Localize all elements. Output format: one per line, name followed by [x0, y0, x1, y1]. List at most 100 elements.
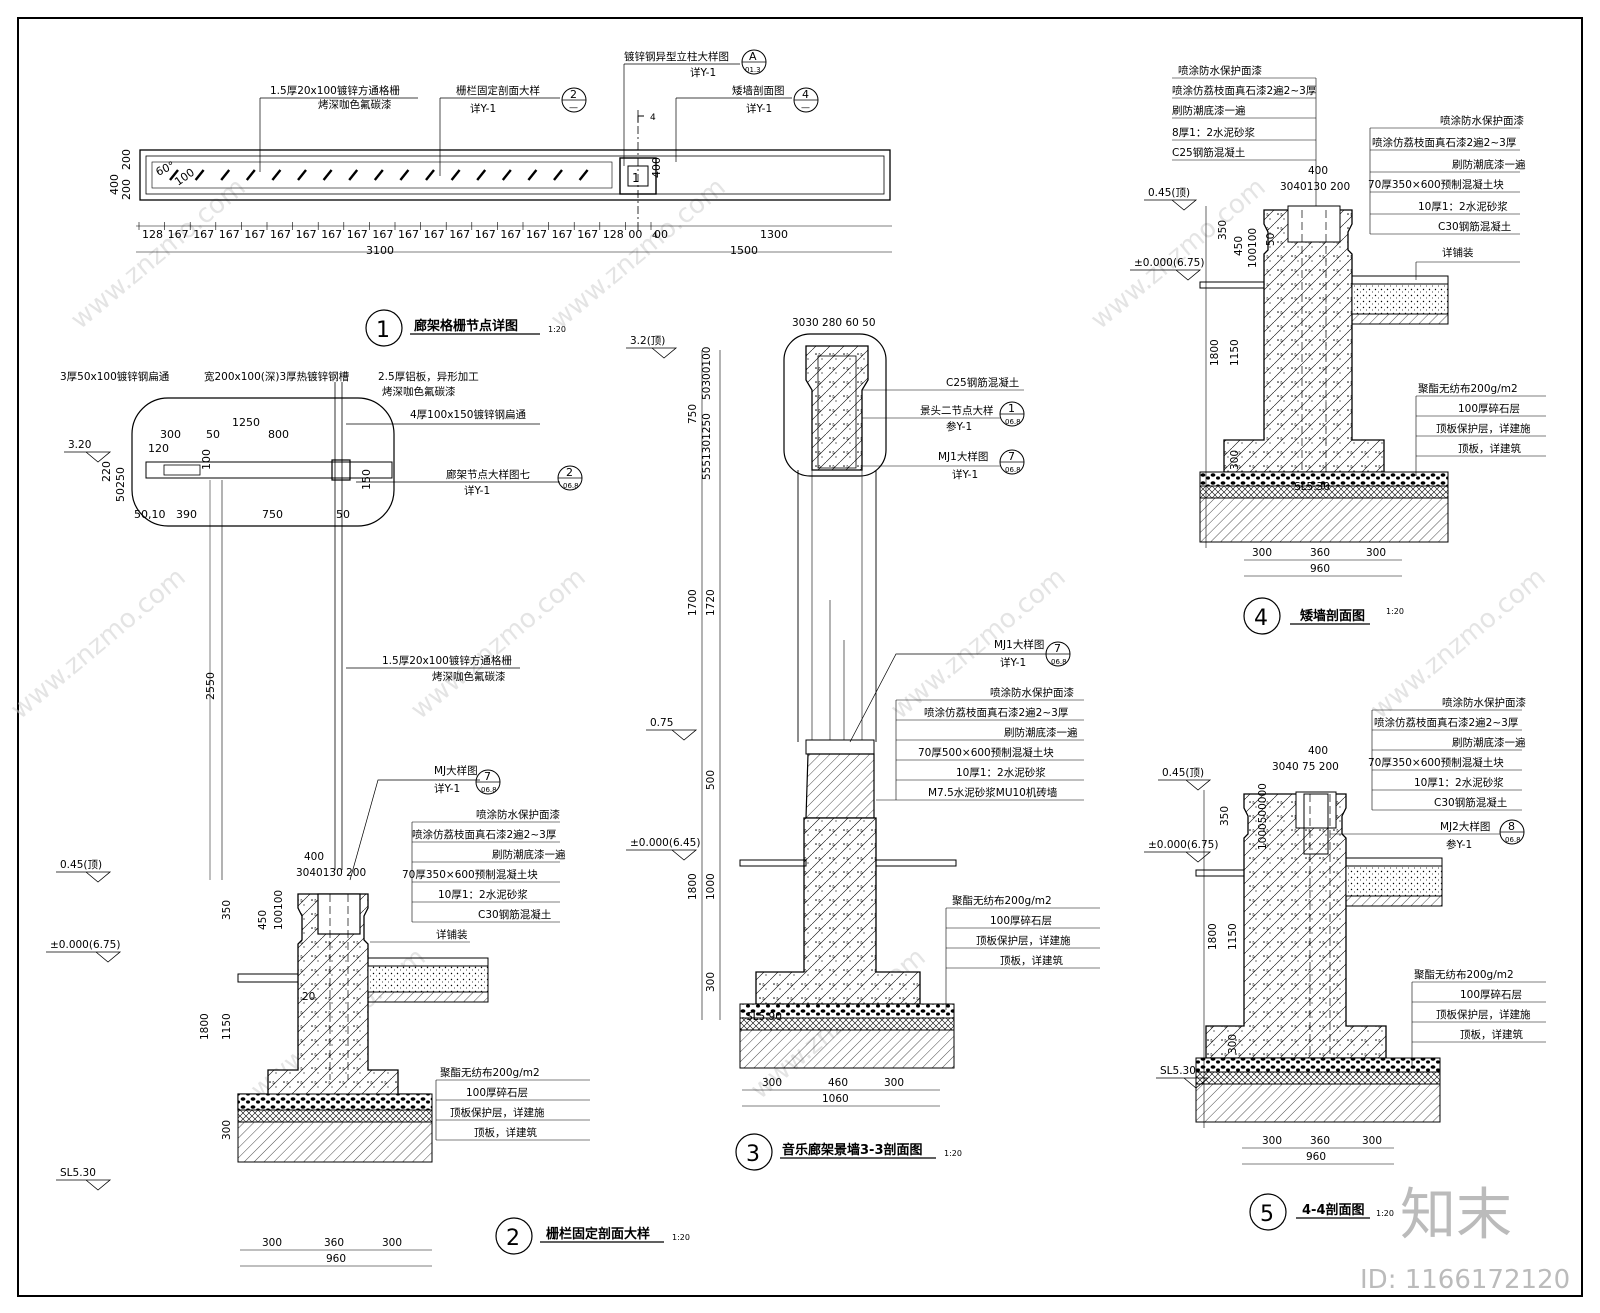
dim-text: 1000 [705, 873, 717, 900]
title-number: 5 [1260, 1202, 1274, 1227]
elevation: SL5.90 [746, 1011, 782, 1023]
bubble-num: 4 [802, 88, 809, 101]
bubble-sub: 06.8 [1051, 658, 1067, 666]
layer-note: 70厚350×600预制混凝土块 [1368, 756, 1504, 769]
dim-text: 960 [1310, 563, 1330, 575]
spacing-dim: 128 [603, 228, 624, 241]
watermark-text: www.znzmo.com [65, 172, 251, 335]
dim-text: 460 [828, 1077, 848, 1089]
bubble-sub: — [801, 103, 810, 113]
dim-text: 400 [304, 851, 324, 863]
dim-text: 3100 [366, 244, 394, 257]
grille-slat [399, 169, 410, 181]
bubble-sub: 01.3 [745, 66, 761, 74]
title-number: 3 [746, 1142, 760, 1167]
bubble-num: 8 [1508, 820, 1515, 833]
detail-3-title: 3 音乐廊架景墙3-3剖面图 1:20 [735, 1133, 962, 1171]
layer-note: 刷防潮底漆一遍 [1004, 726, 1078, 739]
dim-text: 300 [221, 1120, 233, 1140]
layer-note: 喷涂防水保护面漆 [1178, 64, 1262, 77]
grille-slat [245, 169, 256, 181]
spacing-dim: 00 [628, 228, 642, 241]
ref-bubble: 2 06.8 [557, 465, 583, 491]
ref-text: 详Y-1 [1000, 656, 1026, 669]
elevation: 0.45(顶) [60, 859, 102, 871]
id-label: ID: 1166172120 [1360, 1265, 1570, 1295]
ref-bubble: A 01.3 [741, 49, 767, 75]
note: 1.5厚20x100镀锌方通格栅 [382, 654, 512, 667]
detail-1-title: 1 廊架格栅节点详图 1:20 [365, 309, 566, 347]
dim-text: 350 [1219, 806, 1231, 826]
grille-slat [553, 169, 563, 181]
bubble-sub: 06.8 [1005, 466, 1021, 474]
layer-note: 顶板保护层，详建施 [450, 1106, 545, 1119]
logo-text: 知末 [1400, 1183, 1512, 1248]
dim-text: 3030 280 60 50 [792, 317, 876, 329]
spacing-dim: 128 [142, 228, 163, 241]
dim-text: 960 [326, 1253, 346, 1265]
bubble-sub: 06.8 [481, 786, 497, 794]
dim-text: 1800 [687, 873, 699, 900]
note-grille: 1.5厚20x100镀锌方通格栅 [270, 84, 400, 97]
layer-note: 喷涂防水保护面漆 [1440, 114, 1524, 127]
spacing-dim: 167 [475, 228, 496, 241]
layer-note: 刷防潮底漆一遍 [1452, 158, 1526, 171]
dim-text: 1800 [1207, 923, 1219, 950]
note: 景头二节点大样 [920, 404, 994, 417]
layer-note: C30钢筋混凝土 [1434, 796, 1507, 809]
elevation: 0.45(顶) [1148, 187, 1190, 199]
note: MJ2大样图 [1440, 820, 1490, 833]
title-scale: 1:20 [1376, 1209, 1394, 1218]
layer-note: 70厚350×600预制混凝土块 [1368, 178, 1504, 191]
title-number: 1 [376, 318, 390, 343]
layer-note: 10厚1：2水泥砂浆 [956, 766, 1046, 779]
dim-text: 100100 [273, 890, 285, 930]
note: 烤深咖色氟碳漆 [432, 670, 506, 683]
dim-text: 400 [108, 174, 121, 195]
title-scale: 1:20 [672, 1233, 690, 1242]
layer-note: M7.5水泥砂浆MU10机砖墙 [928, 786, 1058, 799]
layer-note: 聚酯无纺布200g/m2 [952, 894, 1052, 907]
title-scale: 1:20 [944, 1149, 962, 1158]
note-column-detail: 镀锌钢异型立柱大样图 [624, 50, 729, 63]
layer-note: 刷防潮底漆一遍 [1452, 736, 1526, 749]
elevation: 3.20 [68, 439, 91, 451]
dim-text: 300 [705, 972, 717, 992]
layer-note: 喷涂防水保护面漆 [990, 686, 1074, 699]
spacing-dim: 167 [193, 228, 214, 241]
note: MJ1大样图 [994, 638, 1044, 651]
note: 烤深咖色氟碳漆 [382, 385, 456, 398]
bubble-sub: 06.8 [1005, 418, 1021, 426]
ref-bubble: 7 06.8 [1045, 641, 1071, 667]
spacing-dim: 167 [449, 228, 470, 241]
note: 4厚100x150镀锌钢扁通 [410, 408, 526, 421]
layer-note: C30钢筋混凝土 [1438, 220, 1511, 233]
ref-text: 详Y-1 [464, 484, 490, 497]
dim-text: 1700 [687, 589, 699, 616]
dim-text: 300 [1229, 450, 1241, 470]
dim-text: 450 [257, 910, 269, 930]
spacing-dim: 167 [577, 228, 598, 241]
dim-text: 800 [268, 428, 289, 441]
dim-text: 1000500000 [1257, 783, 1269, 850]
grille-slat [322, 169, 333, 181]
ref-bubble: 7 06.8 [999, 449, 1025, 475]
dim-text: 1800 [199, 1013, 211, 1040]
spacing-dim: 167 [219, 228, 240, 241]
title-number: 4 [1254, 606, 1268, 631]
title-text: 廊架格栅节点详图 [414, 318, 518, 334]
ref-text: 详Y-1 [434, 782, 460, 795]
elevation: SL5.30 [1160, 1065, 1196, 1077]
layer-note: 顶板保护层，详建施 [1436, 1008, 1531, 1021]
elevation: SL5.30 [60, 1167, 96, 1179]
ref-bubble: 7 06.8 [475, 769, 501, 795]
dim-text: 300 [884, 1077, 904, 1089]
layer-note: C30钢筋混凝土 [478, 908, 551, 921]
dim-text: 300 [1252, 547, 1272, 559]
elevation: 0.75 [650, 717, 673, 729]
layer-note: 刷防潮底漆一遍 [1172, 104, 1246, 117]
title-text: 矮墙剖面图 [1300, 608, 1365, 624]
dim-text: 100100 [1247, 228, 1259, 268]
layer-note: 70厚350×600预制混凝土块 [402, 868, 538, 881]
layer-note: 详铺装 [436, 928, 468, 941]
